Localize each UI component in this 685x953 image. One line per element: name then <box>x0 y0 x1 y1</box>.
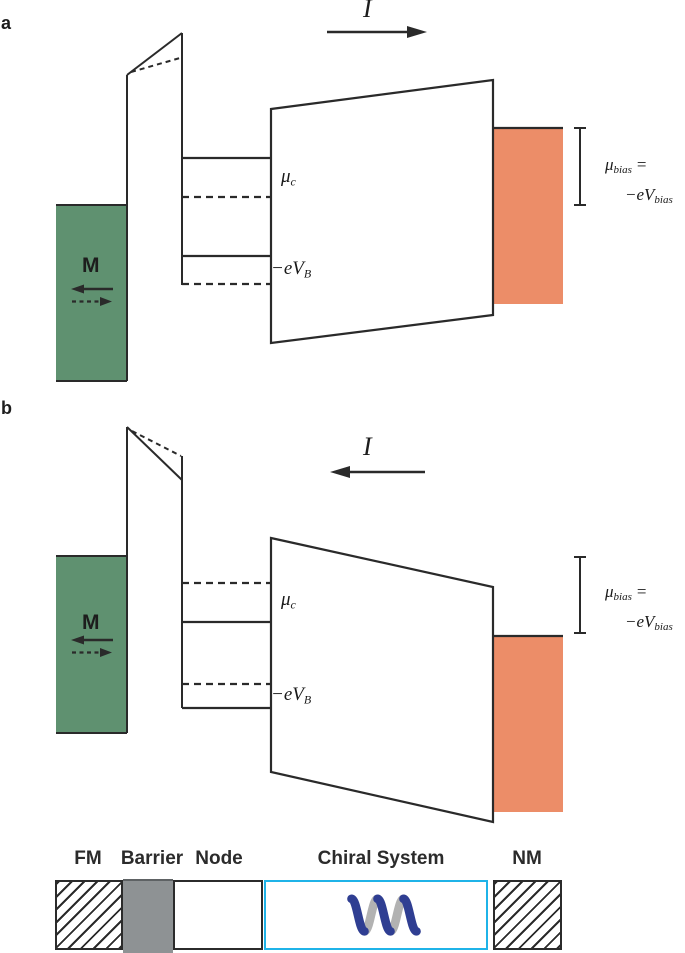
node-levels-b <box>182 581 271 710</box>
barrier-b <box>126 426 183 733</box>
panel-a-drawing <box>56 26 586 382</box>
mu-c-label-b: μc <box>281 589 296 612</box>
node-levels-a <box>182 156 271 286</box>
bias-label-a-line2: −eVbias <box>625 185 673 207</box>
panel-b-drawing <box>56 426 586 824</box>
legend-box-nm <box>493 880 562 950</box>
magnetization-arrows-a <box>71 284 113 306</box>
chiral-band-a <box>269 78 495 345</box>
legend-box-fm <box>55 880 123 950</box>
legend-label-fm: FM <box>74 848 102 869</box>
chiral-helix-icon <box>347 894 421 936</box>
bias-label-a-line1: μbias= <box>605 155 647 177</box>
fm-electrode-a <box>56 205 126 381</box>
bias-bracket-a <box>574 127 586 206</box>
legend-box-chiral-system <box>264 880 488 950</box>
ev-b-label-a: −eVB <box>271 258 312 281</box>
current-label-b: I <box>363 432 372 461</box>
ev-b-label-b: −eVB <box>271 684 312 707</box>
current-label-a: I <box>363 0 372 23</box>
chiral-band-b <box>269 536 495 824</box>
current-arrow-b <box>330 466 425 478</box>
magnetization-label-b: M <box>82 611 100 634</box>
barrier-a <box>126 32 183 381</box>
current-arrow-a <box>327 26 427 38</box>
panel-a-label: a <box>1 13 12 33</box>
fm-edges-b <box>56 555 127 734</box>
legend-label-barrier: Barrier <box>120 848 184 869</box>
legend-label-nm: NM <box>512 848 542 869</box>
mu-c-label-a: μc <box>281 166 296 189</box>
legend-label-node: Node <box>195 848 243 869</box>
magnetization-arrows-b <box>71 635 113 657</box>
magnetization-label-a: M <box>82 254 100 277</box>
fm-electrode-b <box>56 556 126 733</box>
panel-b-label: b <box>1 398 12 418</box>
legend-box-barrier <box>123 879 173 953</box>
nm-electrode-a <box>493 127 563 304</box>
nm-electrode-b <box>493 635 563 812</box>
fm-edges-a <box>56 204 127 382</box>
legend-box-node <box>173 880 263 950</box>
legend-label-chiral-system: Chiral System <box>317 848 445 869</box>
bias-label-b-line1: μbias= <box>605 582 647 604</box>
bias-label-b-line2: −eVbias <box>625 612 673 634</box>
bias-bracket-b <box>574 556 586 634</box>
